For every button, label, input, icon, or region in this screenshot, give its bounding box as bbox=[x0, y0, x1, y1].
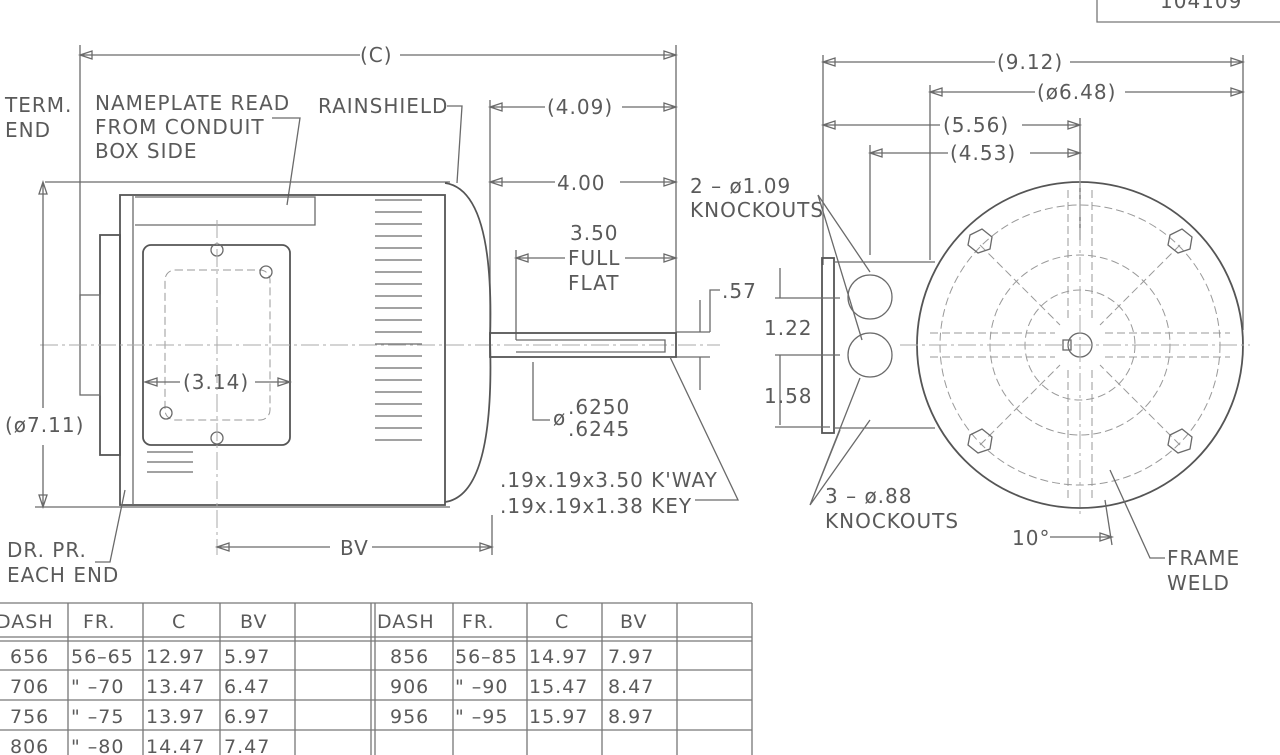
term-end-label-2: END bbox=[5, 118, 51, 142]
header-bv: BV bbox=[620, 611, 647, 633]
nameplate-note-2: FROM CONDUIT bbox=[95, 115, 265, 139]
cell-c: 15.47 bbox=[529, 676, 588, 698]
cooling-fins bbox=[147, 199, 422, 473]
end-view: (9.12) (ø6.48) (5.56) (4.53) 2 – ø1.09 K… bbox=[690, 50, 1250, 595]
shaft-dia-min: .6245 bbox=[568, 417, 630, 441]
cell-dash: 806 bbox=[10, 736, 49, 755]
cell-bv: 5.97 bbox=[224, 646, 270, 668]
nameplate-note-3: BOX SIDE bbox=[95, 139, 198, 163]
dim-5-56: (5.56) bbox=[943, 113, 1009, 137]
cell-dash: 706 bbox=[10, 676, 49, 698]
header-dash: DASH bbox=[377, 611, 435, 633]
dimension-table: DASH FR. C BV 656 56–65 12.97 5.97 706 "… bbox=[0, 602, 753, 755]
dim-4-00: 4.00 bbox=[557, 171, 606, 195]
term-end-label: TERM. bbox=[4, 93, 72, 117]
knockouts-3-label: 3 – ø.88 bbox=[825, 484, 912, 508]
cell-fr: " –90 bbox=[455, 676, 508, 698]
nameplate-note: NAMEPLATE READ bbox=[95, 91, 290, 115]
table-row: 906 " –90 15.47 8.47 bbox=[390, 676, 654, 698]
table-header: DASH FR. C BV bbox=[0, 611, 267, 633]
cell-c: 13.97 bbox=[146, 706, 205, 728]
cell-fr: " –95 bbox=[455, 706, 508, 728]
dim-0-57: .57 bbox=[722, 279, 757, 303]
dim-9-12: (9.12) bbox=[997, 50, 1063, 74]
cell-fr: 56–65 bbox=[71, 646, 134, 668]
dim-4-09: (4.09) bbox=[547, 95, 613, 119]
dim-7-11: (ø7.11) bbox=[5, 413, 84, 437]
header-c: C bbox=[555, 611, 569, 633]
dr-pr-label: DR. PR. bbox=[7, 538, 87, 562]
full-flat-label: FULL bbox=[568, 246, 620, 270]
title-block: 104109 bbox=[1096, 0, 1280, 23]
cell-bv: 6.97 bbox=[224, 706, 270, 728]
cell-dash: 856 bbox=[390, 646, 429, 668]
table-row: 856 56–85 14.97 7.97 bbox=[390, 646, 654, 668]
cell-fr: " –75 bbox=[71, 706, 124, 728]
full-flat-label-2: FLAT bbox=[568, 271, 619, 295]
keyway-note: .19x.19x3.50 K'WAY bbox=[500, 468, 718, 492]
cell-c: 13.47 bbox=[146, 676, 205, 698]
header-c: C bbox=[172, 611, 186, 633]
side-view: (C) TERM. END NAMEPLATE READ FROM CONDUI… bbox=[4, 43, 757, 587]
header-bv: BV bbox=[240, 611, 267, 633]
dim-c: (C) bbox=[360, 43, 393, 67]
dim-bv: BV bbox=[340, 536, 369, 560]
cell-bv: 7.97 bbox=[608, 646, 654, 668]
header-dash: DASH bbox=[0, 611, 54, 633]
frame-weld-label: FRAME bbox=[1167, 546, 1240, 570]
cell-c: 14.47 bbox=[146, 736, 205, 755]
dim-3-14: (3.14) bbox=[183, 370, 249, 394]
dim-6-48: (ø6.48) bbox=[1037, 80, 1116, 104]
cell-dash: 906 bbox=[390, 676, 429, 698]
dim-1-58: 1.58 bbox=[764, 384, 813, 408]
shaft-dia-max: .6250 bbox=[568, 395, 630, 419]
table-row: 706 " –70 13.47 6.47 bbox=[10, 676, 270, 698]
cell-fr: " –70 bbox=[71, 676, 124, 698]
frame-weld-label-2: WELD bbox=[1167, 571, 1230, 595]
header-fr: FR. bbox=[462, 611, 495, 633]
dim-4-53: (4.53) bbox=[950, 141, 1016, 165]
table-row: 956 " –95 15.97 8.97 bbox=[390, 706, 654, 728]
cell-c: 15.97 bbox=[529, 706, 588, 728]
dr-pr-label-2: EACH END bbox=[7, 563, 119, 587]
cell-bv: 8.97 bbox=[608, 706, 654, 728]
cell-c: 12.97 bbox=[146, 646, 205, 668]
cell-fr: " –80 bbox=[71, 736, 124, 755]
knockouts-3-label-2: KNOCKOUTS bbox=[825, 509, 959, 533]
knockouts-2-label: 2 – ø1.09 bbox=[690, 174, 791, 198]
cell-bv: 8.47 bbox=[608, 676, 654, 698]
cell-dash: 656 bbox=[10, 646, 49, 668]
key-note: .19x.19x1.38 KEY bbox=[500, 494, 692, 518]
shaft-dia-symbol: ø bbox=[553, 406, 566, 430]
cell-bv: 7.47 bbox=[224, 736, 270, 755]
table-row: 806 " –80 14.47 7.47 bbox=[10, 736, 270, 755]
cell-dash: 956 bbox=[390, 706, 429, 728]
header-fr: FR. bbox=[83, 611, 116, 633]
drawing-number: 104109 bbox=[1160, 0, 1242, 13]
knockouts-2-label-2: KNOCKOUTS bbox=[690, 198, 824, 222]
table-row: 756 " –75 13.97 6.97 bbox=[10, 706, 270, 728]
cell-bv: 6.47 bbox=[224, 676, 270, 698]
rainshield-label: RAINSHIELD bbox=[318, 94, 448, 118]
table-left: DASH FR. C BV 656 56–65 12.97 5.97 706 "… bbox=[0, 611, 270, 755]
angle-10-deg: 10° bbox=[1012, 526, 1050, 550]
table-right: DASH FR. C BV 856 56–85 14.97 7.97 906 "… bbox=[377, 611, 654, 728]
dim-1-22: 1.22 bbox=[764, 316, 813, 340]
table-header: DASH FR. C BV bbox=[377, 611, 647, 633]
cell-dash: 756 bbox=[10, 706, 49, 728]
cell-fr: 56–85 bbox=[455, 646, 518, 668]
cell-c: 14.97 bbox=[529, 646, 588, 668]
full-flat-dim: 3.50 bbox=[570, 221, 619, 245]
table-row: 656 56–65 12.97 5.97 bbox=[10, 646, 270, 668]
